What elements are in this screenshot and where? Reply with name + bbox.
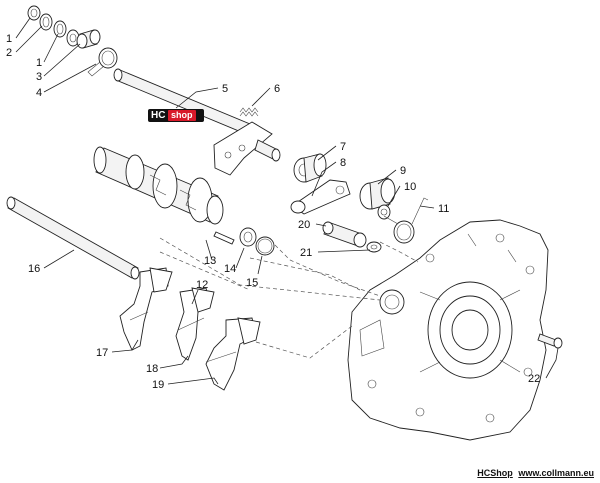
hcshop-watermark: HC shop: [148, 109, 204, 122]
pin-13: [213, 231, 235, 245]
bushing-9: [359, 177, 396, 210]
callout-15: 15: [246, 277, 258, 289]
assembly-lines: [159, 237, 419, 359]
callout-13: 13: [204, 255, 216, 267]
callout-1a: 1: [6, 33, 12, 45]
shift-drum: [93, 146, 224, 225]
washer-14: [239, 227, 257, 247]
shift-fork-18: [175, 287, 215, 361]
pin-20: [322, 221, 367, 248]
callout-21: 21: [300, 247, 312, 259]
callout-3: 3: [36, 71, 42, 83]
callout-8: 8: [340, 157, 346, 169]
shift-fork-19: [205, 317, 261, 391]
washer-1a: [27, 5, 41, 21]
callout-19: 19: [152, 379, 164, 391]
callout-14: 14: [224, 263, 236, 275]
fork-rod-16: [6, 196, 140, 280]
callout-labels: 1 2 1 3 4 5 6 7 8 9 10 11 20 21 13 14 15…: [6, 33, 540, 391]
callout-6: 6: [274, 83, 280, 95]
washer-10: [377, 204, 391, 220]
credit-brand: HCShop: [477, 468, 513, 478]
bushing-7: [293, 153, 327, 183]
bushing-3: [76, 29, 101, 49]
credit-url-link[interactable]: www.collmann.eu: [518, 468, 594, 478]
callout-9: 9: [400, 165, 406, 177]
callout-4: 4: [36, 87, 42, 99]
callout-7: 7: [340, 141, 346, 153]
spring-4: [87, 47, 118, 77]
watermark-shop-text: shop: [168, 110, 196, 121]
callout-20: 20: [298, 219, 310, 231]
circlip-15: [255, 236, 275, 256]
spring-6: [239, 107, 259, 117]
washer-21: [366, 241, 382, 253]
bushing-3a: [66, 29, 80, 47]
credit-line: HCShop www.collmann.eu: [477, 468, 594, 478]
bolt-22: [537, 333, 563, 349]
callout-17: 17: [96, 347, 108, 359]
callout-1b: 1: [36, 57, 42, 69]
washer-1b: [53, 20, 67, 38]
lever-8: [290, 179, 351, 215]
spring-11: [383, 197, 429, 244]
callout-22: 22: [528, 373, 540, 385]
washer-2: [39, 13, 53, 31]
callout-18: 18: [146, 363, 158, 375]
watermark-hc-text: HC: [151, 110, 166, 121]
callout-12: 12: [196, 279, 208, 291]
leader-lines: [15, 17, 559, 385]
gearbox-housing: [347, 219, 549, 441]
callout-16: 16: [28, 263, 40, 275]
callout-2: 2: [6, 47, 12, 59]
callout-11: 11: [438, 203, 449, 215]
callout-5: 5: [222, 83, 228, 95]
shift-fork-17: [119, 267, 173, 351]
callout-10: 10: [404, 181, 416, 193]
